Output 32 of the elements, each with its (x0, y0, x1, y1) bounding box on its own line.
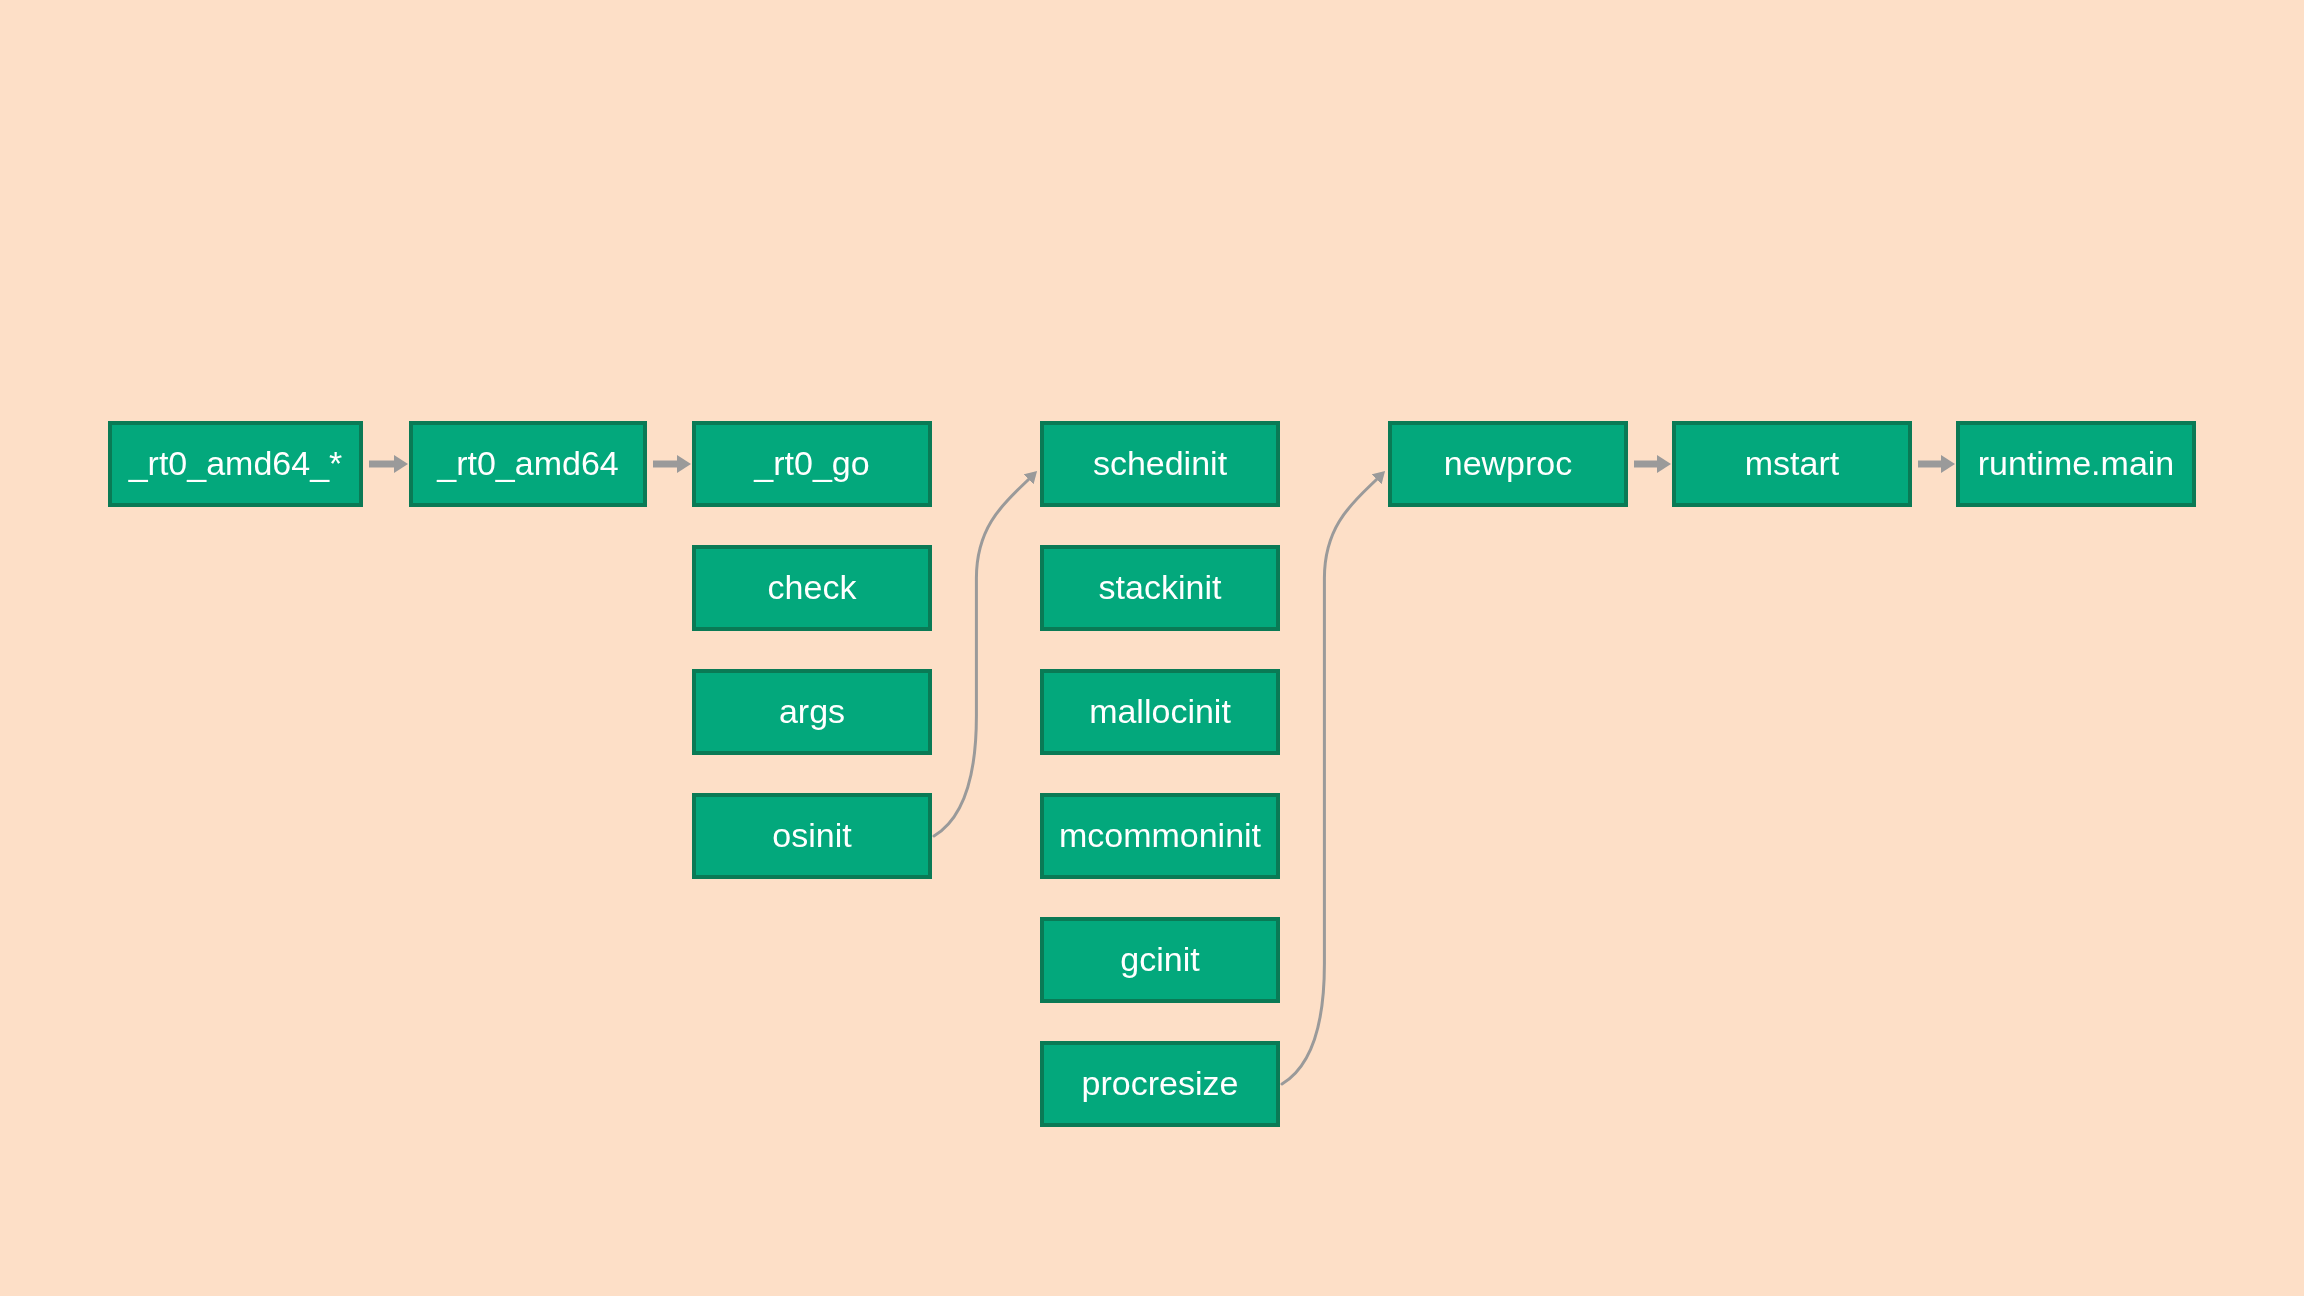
function-name: _rt0_amd64 (437, 444, 619, 484)
function-box (1040, 793, 1280, 879)
function-box (1956, 421, 2196, 507)
function-name: _rt0_go (754, 444, 870, 484)
function-box (108, 421, 363, 507)
function-name: args (778, 692, 846, 732)
function-name: newproc (1443, 444, 1573, 484)
function-name: schedinit (1092, 444, 1228, 484)
function-box (1040, 1041, 1280, 1127)
function-box (1672, 421, 1912, 507)
arrow (932, 471, 1038, 838)
function-box (1040, 545, 1280, 631)
arrow (1280, 471, 1386, 1086)
function-name: mstart (1744, 444, 1840, 484)
function-name: check (767, 568, 857, 608)
function-box (1388, 421, 1628, 507)
function-name: gcinit (1120, 940, 1200, 980)
function-name: osinit (772, 816, 852, 856)
function-name: stackinit (1098, 568, 1222, 608)
function-name: procresize (1081, 1064, 1239, 1104)
function-name: _rt0_amd64_* (128, 444, 343, 484)
function-box (692, 545, 932, 631)
function-box (409, 421, 647, 507)
function-name: runtime.main (1977, 444, 2175, 484)
function-box (1040, 917, 1280, 1003)
function-box (692, 669, 932, 755)
function-box (692, 421, 932, 507)
function-box (692, 793, 932, 879)
function-name: mallocinit (1089, 692, 1231, 732)
function-box (1040, 669, 1280, 755)
function-box (1040, 421, 1280, 507)
function-name: mcommoninit (1058, 816, 1262, 856)
